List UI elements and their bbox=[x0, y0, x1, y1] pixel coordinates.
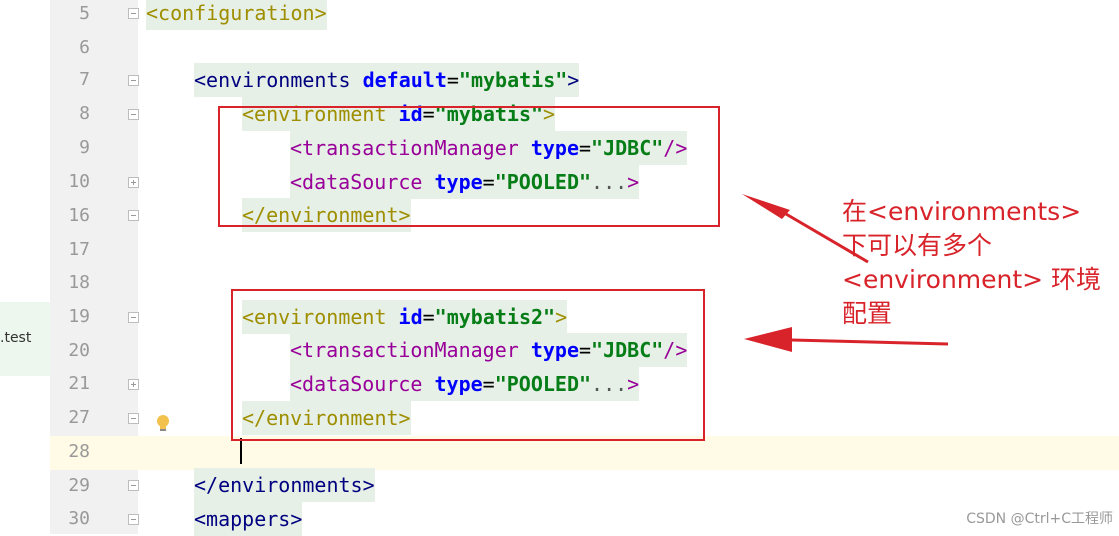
project-tree-selected-item[interactable] bbox=[0, 302, 50, 376]
xml-value: "mybatis" bbox=[458, 68, 568, 92]
fold-collapse-icon[interactable] bbox=[128, 312, 139, 323]
line-number: 28 bbox=[68, 441, 90, 462]
xml-eq: = bbox=[482, 372, 495, 396]
line-number: 29 bbox=[68, 475, 90, 496]
code-line-20: <transactionManager type="JDBC"/> bbox=[290, 333, 688, 367]
xml-tag: <environments bbox=[194, 68, 351, 92]
arrow-head-2 bbox=[744, 327, 792, 352]
line-number: 7 bbox=[79, 69, 90, 90]
line-number: 16 bbox=[68, 205, 90, 226]
fold-collapse-icon[interactable] bbox=[128, 413, 139, 424]
xml-attr: type bbox=[518, 136, 579, 160]
code-line-9: <transactionManager type="JDBC"/> bbox=[290, 131, 688, 165]
xml-value: "mybatis2" bbox=[434, 305, 556, 329]
xml-attr: type bbox=[422, 170, 483, 194]
project-panel-edge bbox=[0, 0, 50, 534]
line-number: 5 bbox=[79, 3, 90, 24]
code-line-30: <mappers> bbox=[194, 502, 303, 536]
xml-tag: <dataSource bbox=[290, 170, 423, 194]
line-number: 20 bbox=[68, 340, 90, 361]
fold-collapse-icon[interactable] bbox=[128, 109, 139, 120]
watermark: CSDN @Ctrl+C工程师 bbox=[966, 511, 1113, 527]
arrow-head-1 bbox=[742, 194, 790, 219]
line-number: 30 bbox=[68, 508, 90, 529]
xml-tag: <environment bbox=[242, 305, 387, 329]
xml-eq: = bbox=[579, 136, 592, 160]
xml-value: "POOLED" bbox=[494, 170, 592, 194]
code-line-5: <configuration> bbox=[146, 0, 327, 30]
fold-collapse-icon[interactable] bbox=[128, 514, 139, 525]
code-line-21: <dataSource type="POOLED"...> bbox=[290, 367, 640, 401]
fold-collapse-icon[interactable] bbox=[128, 480, 139, 491]
xml-value: "POOLED" bbox=[494, 372, 592, 396]
fold-expand-icon[interactable] bbox=[128, 177, 139, 188]
xml-eq: = bbox=[422, 102, 435, 126]
xml-eq: = bbox=[482, 170, 495, 194]
annotation-text: 在<environments> 下可以有多个 <environment> 环境 … bbox=[842, 197, 1102, 328]
xml-tag-end: > bbox=[627, 170, 640, 194]
line-number: 21 bbox=[68, 373, 90, 394]
fold-collapse-icon[interactable] bbox=[128, 210, 139, 221]
folded-content[interactable]: ... bbox=[591, 372, 628, 396]
code-line-19: <environment id="mybatis2"> bbox=[242, 300, 568, 334]
fold-collapse-icon[interactable] bbox=[128, 8, 139, 19]
xml-tag-end: /> bbox=[663, 136, 688, 160]
xml-eq: = bbox=[579, 338, 592, 362]
arrow-shaft-1 bbox=[785, 212, 869, 264]
project-tree-item-label: .test bbox=[0, 330, 32, 346]
xml-tag: <transactionManager bbox=[290, 338, 519, 362]
xml-value: "JDBC" bbox=[591, 338, 664, 362]
fold-expand-icon[interactable] bbox=[128, 379, 139, 390]
lightbulb-icon[interactable] bbox=[155, 414, 171, 434]
xml-tag-end: /> bbox=[663, 338, 688, 362]
line-number: 18 bbox=[68, 272, 90, 293]
arrow-shaft-2 bbox=[791, 338, 949, 346]
xml-tag-end: > bbox=[627, 372, 640, 396]
xml-attr: default bbox=[350, 68, 447, 92]
line-number: 6 bbox=[79, 37, 90, 58]
line-number: 9 bbox=[79, 137, 90, 158]
line-number: 27 bbox=[68, 407, 90, 428]
xml-attr: id bbox=[386, 305, 423, 329]
code-line-7: <environments default="mybatis"> bbox=[194, 63, 580, 97]
xml-tag: <dataSource bbox=[290, 372, 423, 396]
xml-eq: = bbox=[422, 305, 435, 329]
xml-eq: = bbox=[446, 68, 459, 92]
code-line-29: </environments> bbox=[194, 468, 375, 502]
line-number: 17 bbox=[68, 239, 90, 260]
xml-tag-end: > bbox=[567, 68, 580, 92]
annotation-box-environment-1 bbox=[218, 106, 720, 227]
current-line-highlight bbox=[50, 436, 1119, 470]
xml-tag: <transactionManager bbox=[290, 136, 519, 160]
xml-attr: type bbox=[518, 338, 579, 362]
annotation-box-environment-2 bbox=[231, 289, 705, 441]
code-line-10: <dataSource type="POOLED"...> bbox=[290, 165, 640, 199]
folded-content[interactable]: ... bbox=[591, 170, 628, 194]
xml-tag-end: > bbox=[543, 102, 556, 126]
xml-value: "JDBC" bbox=[591, 136, 664, 160]
line-number: 19 bbox=[68, 306, 90, 327]
code-line-27: </environment> bbox=[242, 401, 411, 435]
text-caret bbox=[240, 438, 242, 464]
fold-collapse-icon[interactable] bbox=[128, 75, 139, 86]
xml-tag-end: > bbox=[555, 305, 568, 329]
line-number: 10 bbox=[68, 171, 90, 192]
xml-attr: type bbox=[422, 372, 483, 396]
line-number: 8 bbox=[79, 103, 90, 124]
